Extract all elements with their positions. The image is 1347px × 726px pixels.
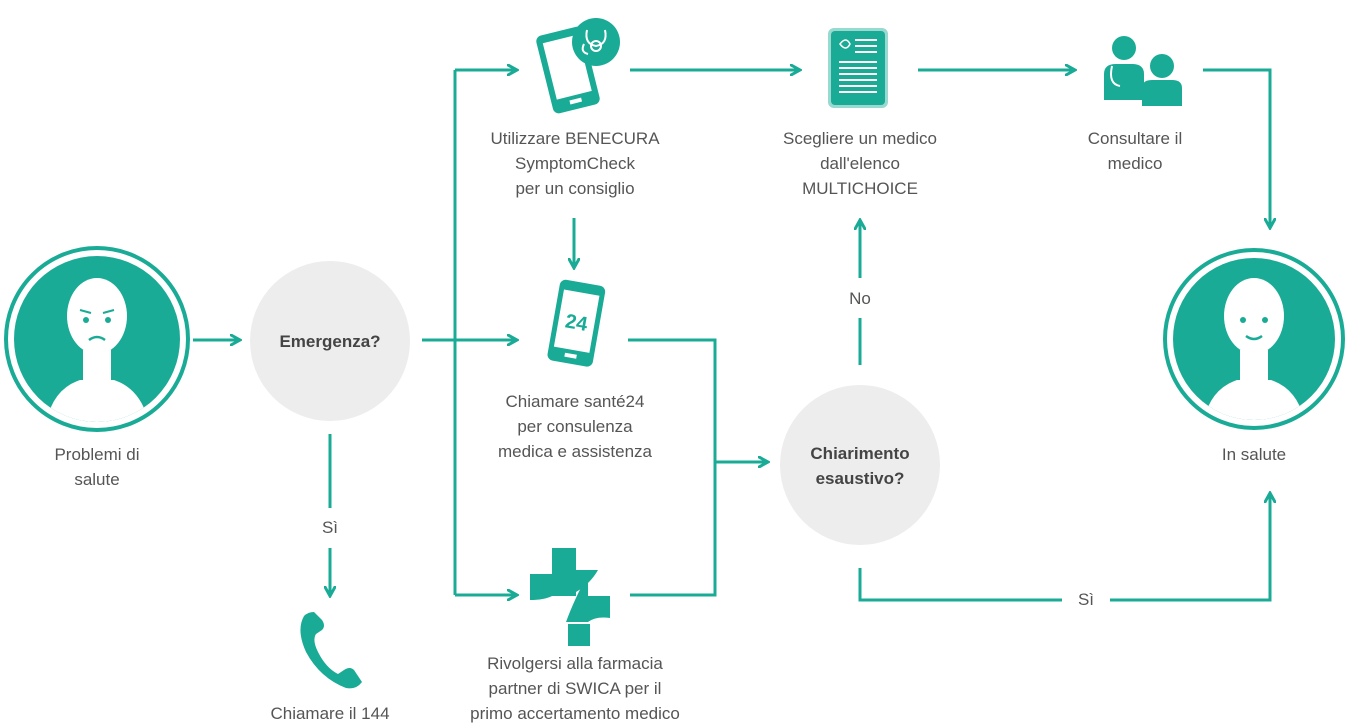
- badge-24: 24: [563, 310, 590, 336]
- symptom-check-label: Utilizzare BENECURA SymptomCheck per un …: [465, 126, 685, 201]
- emergency-label: Emergenza?: [279, 332, 381, 351]
- arrow-yes-left: [858, 568, 1062, 602]
- clarification-line-2: esaustivo?: [815, 469, 905, 488]
- multichoice-line-3: MULTICHOICE: [802, 179, 918, 198]
- sante24-line-2: per consulenza: [517, 417, 633, 436]
- sad-person-icon: [4, 246, 190, 432]
- end-label-line-1: In salute: [1221, 445, 1287, 464]
- clarification-line-1: Chiarimento: [810, 444, 910, 463]
- clarification-yes-label: Sì: [1077, 590, 1095, 609]
- clarification-label: Chiarimento esaustivo?: [780, 441, 940, 491]
- document-list-icon: [828, 28, 888, 108]
- symptom-check-line-1: Utilizzare BENECURA: [490, 129, 660, 148]
- consult-line-1: Consultare il: [1087, 129, 1183, 148]
- emergency-decision-circle: [250, 261, 410, 421]
- clarification-decision-circle: [780, 385, 940, 545]
- arrow-consult-to-end: [1203, 68, 1270, 228]
- pharmacy-line-3: primo accertamento medico: [470, 704, 680, 723]
- pharmacy-label: Rivolgersi alla farmacia partner di SWIC…: [455, 651, 695, 726]
- start-label-line-2: salute: [74, 470, 120, 489]
- multichoice-label: Scegliere un medico dall'elenco MULTICHO…: [750, 126, 970, 201]
- healthy-person-icon: [1163, 248, 1345, 430]
- pharmacy-line-2: partner di SWICA per il: [488, 679, 662, 698]
- call-144-label: Chiamare il 144: [235, 701, 425, 726]
- start-label: Problemi di salute: [17, 442, 177, 492]
- phone-24-icon: 24: [547, 279, 606, 367]
- emergency-yes-label: Sì: [321, 518, 339, 537]
- doctor-patient-icon: [1104, 36, 1182, 106]
- symptom-check-line-3: per un consiglio: [515, 179, 635, 198]
- connectors: [193, 68, 1270, 602]
- multichoice-line-2: dall'elenco: [820, 154, 900, 173]
- consult-label: Consultare il medico: [1060, 126, 1210, 176]
- arrow-yes-right: [1110, 493, 1270, 602]
- symptom-check-line-2: SymptomCheck: [515, 154, 635, 173]
- multichoice-line-1: Scegliere un medico: [782, 129, 938, 148]
- consult-line-2: medico: [1107, 154, 1163, 173]
- connector-sante24-right: [628, 338, 717, 597]
- call-144-label-line-1: Chiamare il 144: [270, 704, 390, 723]
- pharmacy-cross-icon: [530, 548, 610, 646]
- sante24-line-3: medica e assistenza: [497, 442, 653, 461]
- clarification-no-label: No: [849, 289, 871, 308]
- smartphone-stethoscope-icon: [536, 18, 620, 114]
- sante24-line-1: Chiamare santé24: [505, 392, 645, 411]
- pharmacy-line-1: Rivolgersi alla farmacia: [487, 654, 663, 673]
- phone-icon: [300, 612, 362, 689]
- end-label: In salute: [1184, 442, 1324, 467]
- start-label-line-1: Problemi di: [54, 445, 140, 464]
- sante24-label: Chiamare santé24 per consulenza medica e…: [470, 389, 680, 464]
